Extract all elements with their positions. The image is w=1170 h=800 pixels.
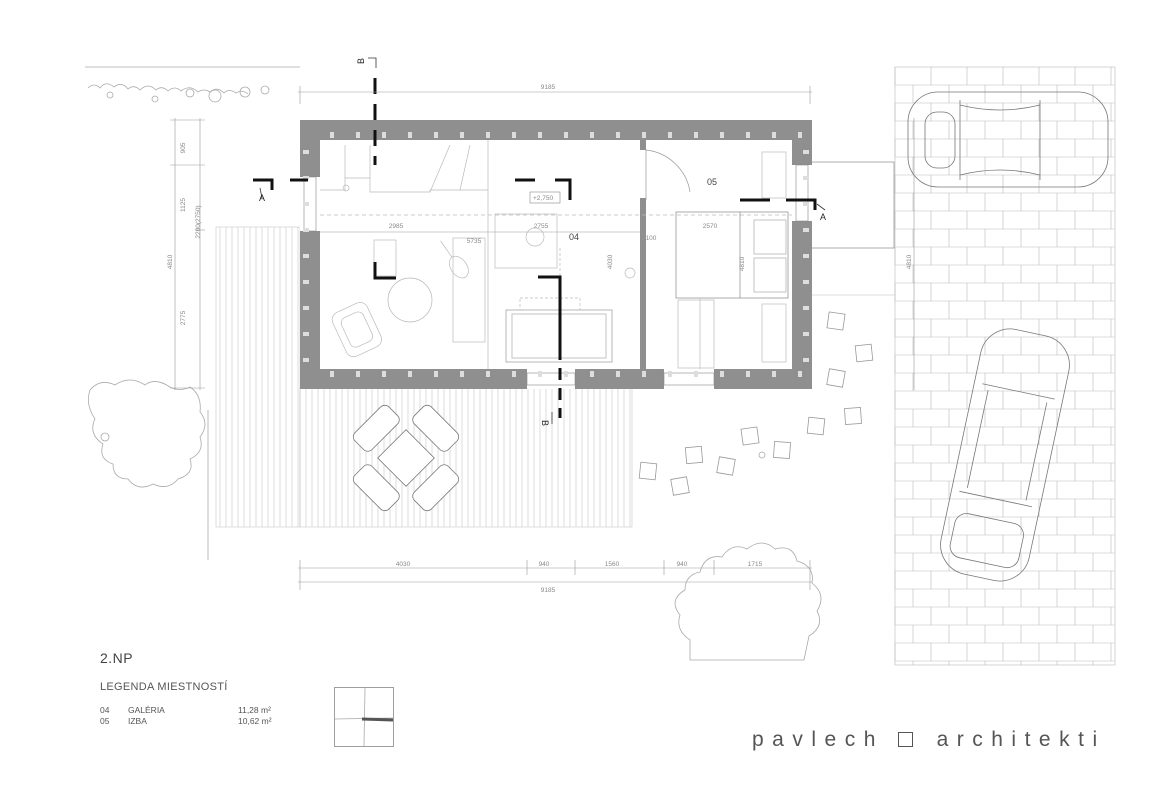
dim-interior-6: 2570: [703, 223, 718, 230]
studio-logo: pavlech architekti: [752, 728, 1106, 752]
interior-furniture: [320, 140, 792, 369]
section-label-b-bottom: B: [540, 420, 550, 426]
dim-bottom-seg-2: 940: [539, 561, 550, 568]
dim-bottom-total: 9185: [541, 587, 556, 594]
car-bottom: [940, 328, 1070, 582]
dim-bottom-seg-4: 940: [677, 561, 688, 568]
logo-square-icon: [898, 732, 914, 747]
stepping-stones: [638, 311, 874, 496]
dim-top-total: 9185: [541, 84, 556, 91]
terrace-table-set: [352, 404, 460, 512]
dim-bottom-seg-5: 1715: [748, 561, 763, 568]
legend-room-name: GALÉRIA: [128, 705, 165, 715]
section-lines: [253, 78, 817, 418]
room-label-04: 04: [569, 232, 579, 242]
key-plan-icon: [334, 687, 394, 747]
dim-left-2: 1125: [180, 198, 187, 212]
dim-interior-3: 2755: [534, 223, 549, 230]
entrance-platform: [809, 161, 895, 249]
legend-row: 04 GALÉRIA 11,28 m²: [100, 705, 272, 716]
legend-room-name: IZBA: [128, 716, 147, 726]
dim-interior-5: 100: [646, 235, 657, 242]
dim-interior-2: 5735: [467, 238, 482, 245]
room-legend-table: 04 GALÉRIA 11,28 m² 05 IZBA 10,62 m²: [100, 705, 272, 727]
section-label-b-top: B: [356, 58, 366, 64]
wooden-deck: [215, 226, 633, 528]
section-arrows: [259, 57, 826, 424]
building-walls: [300, 120, 812, 389]
dimension-lines: [170, 86, 915, 590]
dim-interior-1: 2985: [389, 223, 404, 230]
floor-title: 2.NP: [100, 650, 134, 666]
dim-left-3: 2200(2750): [195, 205, 202, 238]
dim-right-side: 4810: [906, 254, 913, 269]
legend-room-number: 05: [100, 716, 110, 726]
dim-left-4: 4810: [167, 254, 174, 269]
dim-bottom-seg-3: 1560: [605, 561, 620, 568]
dim-interior-7: 4810: [739, 256, 746, 271]
room-label-05: 05: [707, 177, 717, 187]
level-mark: +2,750: [533, 195, 553, 202]
legend-title: LEGENDA MIESTNOSTÍ: [100, 681, 228, 693]
section-label-a-left: A: [259, 193, 265, 203]
legend-room-area: 10,62 m²: [238, 716, 272, 726]
dim-bottom-seg-1: 4030: [396, 561, 411, 568]
wall-ticks: [303, 132, 809, 377]
logo-text-left: pavlech: [752, 728, 884, 751]
legend-room-area: 11,28 m²: [238, 705, 271, 715]
legend-room-number: 04: [100, 705, 110, 715]
dim-interior-4: 4030: [607, 254, 614, 269]
legend-row: 05 IZBA 10,62 m²: [100, 716, 272, 727]
dim-left-5: 2775: [180, 310, 187, 325]
logo-text-right: architekti: [936, 728, 1106, 751]
car-top: [907, 91, 1109, 188]
paving-area: [894, 66, 1116, 666]
bush-outlines: [87, 379, 822, 661]
hedge-outline: [85, 66, 300, 103]
dim-left-1: 905: [180, 142, 187, 153]
section-label-a-right: A: [820, 212, 826, 222]
